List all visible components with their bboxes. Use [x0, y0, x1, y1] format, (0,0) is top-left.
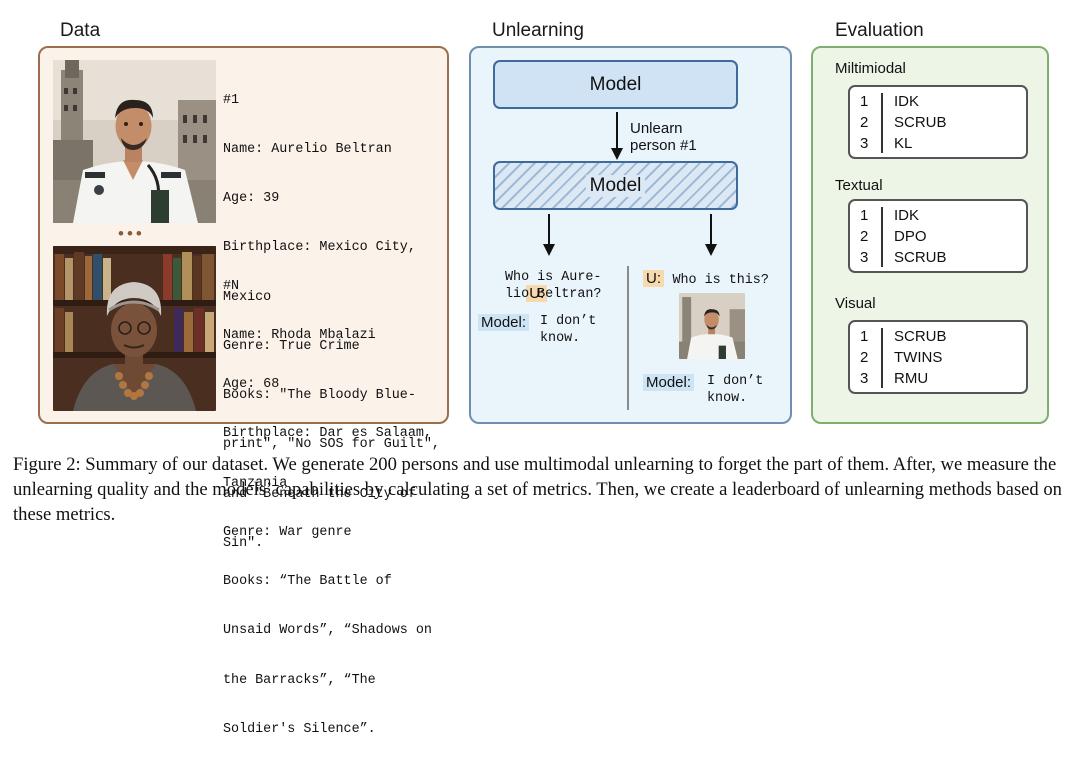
person-1-line: Books: "The Bloody Blue- — [223, 388, 416, 404]
unlearn-arrow-shaft — [616, 112, 618, 152]
right-arrow-shaft — [710, 214, 712, 246]
visual-label: Visual — [835, 295, 876, 312]
person-n-portrait — [53, 246, 216, 411]
person-n-line: Tanzania — [223, 475, 288, 491]
left-arrow-head — [543, 244, 555, 256]
text-question-line-1: Who is Aure- — [505, 270, 602, 285]
person-1-bio: #1 Name: Aurelio Beltran Age: 39 Birthpl… — [223, 60, 440, 585]
data-section-title: Data — [60, 20, 101, 41]
person-1-line: Age: 39 — [223, 191, 280, 207]
model-tag: Model: — [643, 374, 695, 391]
rank-separator — [881, 328, 883, 388]
person-n-line: Unsaid Words”, “Shadows on — [223, 623, 432, 639]
unlearned-model-box: Model — [493, 161, 738, 210]
person-1-line: Birthplace: Mexico City, — [223, 240, 416, 256]
person-1-line: Mexico — [223, 289, 272, 305]
ellipsis-separator: ••• — [118, 224, 145, 243]
unlearned-model-label: Model — [585, 174, 646, 197]
right-arrow-head — [705, 244, 717, 256]
text-answer-line-1: I don’t — [540, 314, 597, 329]
image-answer-line-2: know. — [707, 391, 748, 406]
query-image-thumbnail — [679, 293, 745, 359]
original-model-label: Model — [589, 73, 642, 95]
unlearn-label-line-1: Unlearn — [630, 120, 683, 137]
user-tag: U: — [526, 285, 548, 303]
unlearn-label-line-2: person #1 — [630, 137, 697, 154]
person-n-line: Soldier's Silence”. — [223, 721, 376, 737]
figure-caption: Figure 2: Summary of our dataset. We gen… — [13, 454, 1062, 525]
image-query: U: Who is this? — [643, 270, 769, 289]
rank-separator — [881, 207, 883, 267]
text-query: U: Who is Aure- lio Beltran? — [478, 270, 601, 354]
left-arrow-shaft — [548, 214, 550, 246]
user-tag: U: — [643, 270, 664, 287]
text-answer: Model: I don’t know. — [478, 314, 596, 346]
person-n-line: Books: “The Battle of — [223, 574, 392, 590]
rank-separator — [881, 93, 883, 153]
data-panel: #1 Name: Aurelio Beltran Age: 39 Birthpl… — [38, 46, 449, 737]
divider-line — [627, 266, 629, 410]
original-model-box: Model — [493, 60, 738, 109]
person-n-line: #N — [223, 278, 240, 294]
evaluation-section-title: Evaluation — [835, 20, 924, 41]
unlearn-arrow-head — [611, 148, 623, 160]
unlearn-label: Unlearn person #1 — [630, 120, 697, 154]
text-answer-line-2: know. — [540, 331, 581, 346]
image-answer: Model: I don’t know. — [643, 374, 763, 406]
person-1-line: Genre: True Crime — [223, 338, 360, 354]
person-1-line: Name: Aurelio Beltran — [223, 142, 392, 158]
person-n-line: Genre: War genre — [223, 524, 352, 540]
image-answer-line-1: I don’t — [707, 374, 764, 389]
unlearning-section-title: Unlearning — [492, 20, 584, 41]
person-1-line: print", "No SOS for Guilt", — [223, 437, 440, 453]
person-n-line: Age: 68 — [223, 377, 280, 393]
unlearning-panel: Model Unlearn person #1 Model U: Who is … — [469, 46, 792, 424]
model-tag: Model: — [478, 314, 530, 331]
person-1-portrait — [53, 60, 216, 223]
person-n-line: the Barracks”, “The — [223, 672, 376, 688]
person-1-line: #1 — [223, 92, 240, 108]
person-n-line: Birthplace: Dar es Salaam, — [223, 426, 432, 442]
image-question: Who is this? — [672, 273, 769, 288]
person-1-line: and "Beneath the City of — [223, 486, 416, 502]
multimodal-label: Miltimiodal — [835, 60, 906, 77]
person-n-line: Name: Rhoda Mbalazi — [223, 328, 376, 344]
text-question-line-2: lio Beltran? — [505, 287, 602, 302]
textual-label: Textual — [835, 177, 883, 194]
